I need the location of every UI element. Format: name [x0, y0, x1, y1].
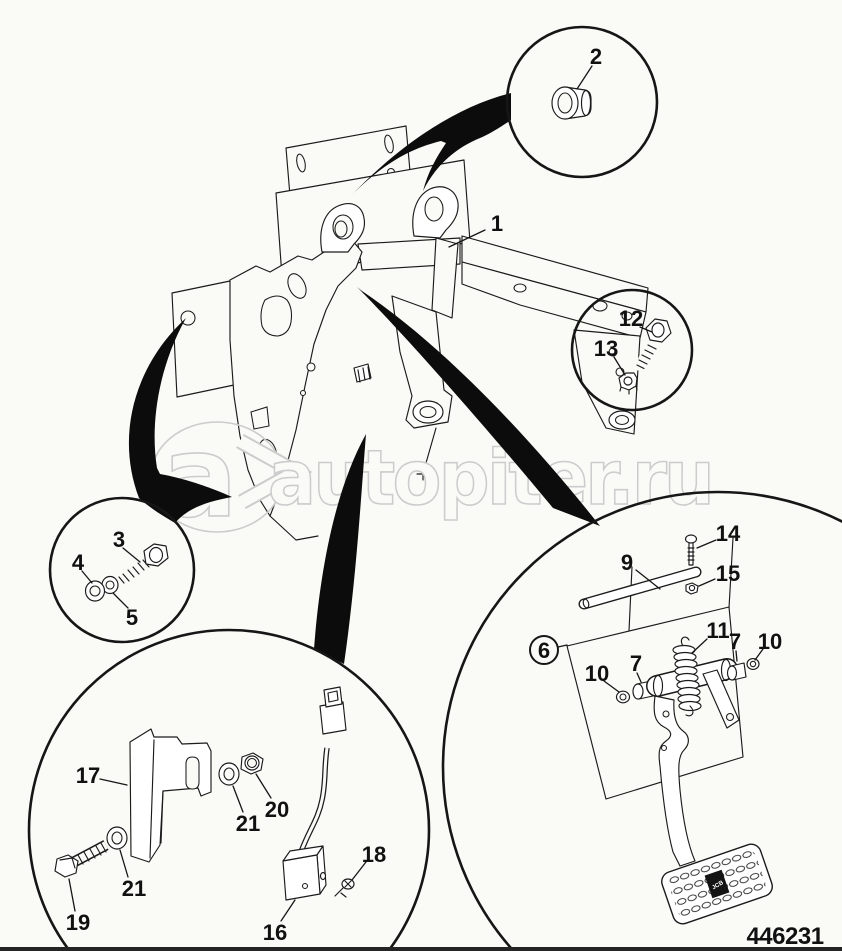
callout-13: 13: [594, 336, 618, 361]
swoosh-to-bushing-circle: [350, 93, 511, 197]
connector-top: [323, 686, 343, 708]
pivot-bolt-drawing: [84, 543, 169, 602]
callout-3: 3: [113, 527, 125, 552]
bolt-19-drawing: [54, 840, 109, 878]
pedal-assembly-drawing: JCB: [566, 534, 773, 925]
bottom-edge-strip: [0, 947, 842, 951]
watermark: a autopiter.ru: [150, 412, 716, 544]
callout-10-left: 10: [585, 661, 609, 686]
bushing-drawing: [551, 86, 592, 120]
watermark-logo-arrow-icon: [236, 434, 313, 509]
callout-labels: 1 2 3 4 5 6 7 7 9 10 10 11 12 13 14 15 1…: [66, 44, 782, 945]
callout-17: 17: [76, 763, 100, 788]
screw-18-drawing: [334, 878, 355, 898]
callout-leaders: [68, 65, 764, 922]
detail-circle-bushing: [505, 25, 659, 179]
pedal-pad-drawing: JCB: [661, 843, 773, 925]
jcb-logo-patch: [704, 869, 730, 899]
detail-circle-pedal: [441, 490, 842, 951]
callout-12: 12: [619, 306, 643, 331]
nut-20-drawing: [240, 752, 264, 775]
callout-7-right: 7: [729, 629, 741, 654]
leader-swooshes: [128, 93, 600, 664]
link-plate-drawing: [702, 669, 740, 729]
spring-11-drawing: [672, 636, 702, 717]
callout-14: 14: [716, 521, 741, 546]
swoosh-to-bolt-circle: [128, 318, 232, 523]
swoosh-to-pedal-circle: [357, 287, 600, 526]
nut-15-drawing: [685, 582, 699, 595]
callout-1: 1: [491, 211, 503, 236]
callout-11: 11: [706, 618, 729, 643]
jcb-logo-text: JCB: [711, 880, 725, 892]
bolt-12-drawing: [634, 318, 672, 371]
pedal-arm-drawing: [653, 695, 696, 867]
callout-19: 19: [66, 910, 90, 935]
callout-6: 6: [538, 638, 550, 663]
registration-cross: [416, 467, 430, 481]
nut-13-drawing: [618, 372, 638, 395]
switch-16-drawing: [282, 686, 347, 901]
screw-14-drawing: [684, 534, 698, 566]
switch-bracket-17-drawing: [129, 728, 212, 863]
callout-18: 18: [362, 842, 386, 867]
callout-21-upper: 21: [236, 811, 260, 836]
callout-6-circle: [529, 635, 559, 665]
detail-circle-switch: [27, 628, 431, 951]
callout-20: 20: [265, 797, 289, 822]
callout-9: 9: [621, 550, 633, 575]
swoosh-to-switch-circle: [314, 434, 366, 664]
switch-group-drawing: [54, 686, 355, 901]
callout-4: 4: [72, 550, 85, 575]
callout-16: 16: [263, 920, 287, 945]
shaft-9-drawing: [578, 566, 702, 610]
callout-7-left: 7: [630, 651, 642, 676]
callout-2: 2: [590, 44, 602, 69]
callout-5: 5: [126, 605, 138, 630]
connector-body: [319, 701, 347, 735]
callout-10-right: 10: [758, 629, 782, 654]
watermark-site-text: autopiter.ru: [268, 433, 712, 522]
callout-21-lower: 21: [122, 876, 146, 901]
bush-7-right-drawing: [726, 662, 747, 681]
drawing-number: 446231: [746, 923, 823, 950]
detail-circle-bolt-nut: [570, 288, 694, 412]
detail-circle-pivot-bolt: [48, 496, 196, 644]
callout-15: 15: [716, 561, 740, 586]
